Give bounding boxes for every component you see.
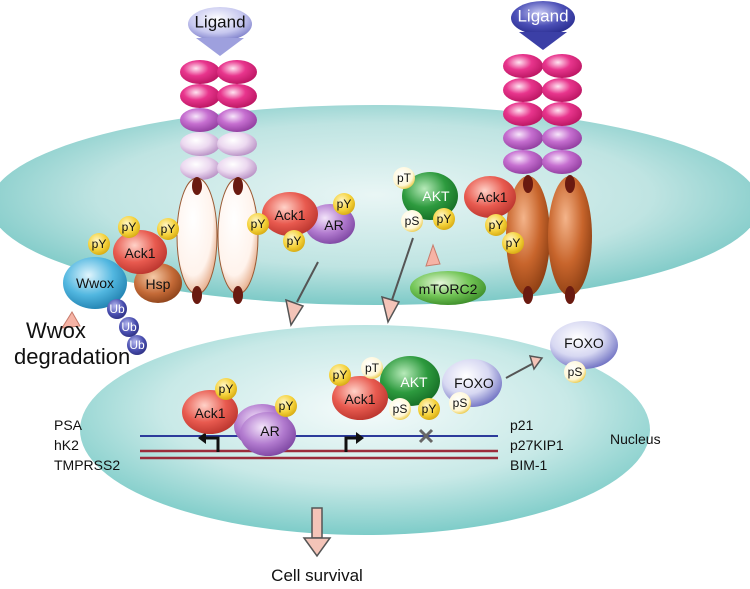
degradation-line-2: degradation [14,344,130,369]
ligand-right-wedge [519,32,567,50]
py-badge: pY [422,402,437,416]
tss-left [204,436,220,452]
ps-badge: pS [393,402,408,416]
py-badge: pY [337,197,352,211]
pt-badge: pT [365,361,380,375]
gene-left-1: PSA [54,417,83,433]
foxo-nuclear-label: FOXO [454,375,494,391]
wwox-blob [63,257,127,309]
ub-3-label: Ub [129,338,145,352]
ps-badge: pS [453,396,468,410]
ack1-right-label: Ack1 [476,189,507,205]
receptor-left [176,7,259,304]
nucleus-label: Nucleus [610,431,661,447]
ack1-left-label: Ack1 [124,245,155,261]
py-badge: pY [251,217,266,231]
ack1-nuclear-blob [182,390,238,434]
py-badge: pY [506,236,521,250]
ub-2 [119,317,139,337]
ligand-left-wedge [196,38,244,56]
hsp-label: Hsp [146,276,171,292]
gene-left-3: TMPRSS2 [54,457,120,473]
py-badge: pY [489,218,504,232]
receptor-right [503,1,592,304]
ack1-nuclear-right-blob [332,376,388,420]
degradation-line-1: Wwox [26,318,86,343]
gene-right-1: p21 [510,417,534,433]
ligand-right-shape [511,1,575,35]
blocked-transcription-icon [418,428,434,444]
gene-left-2: hK2 [54,437,79,453]
py-badge: pY [122,220,137,234]
ar-membrane-label: AR [324,217,343,233]
py-badge: pY [279,399,294,413]
foxo-cytoplasmic-blob [550,321,618,369]
translocation-arrow-ar [285,261,319,327]
ar-nuclear-blob [240,412,296,456]
py-badge: pY [161,222,176,236]
mtorc2-label: mTORC2 [419,281,478,297]
akt-membrane-label: AKT [422,188,450,204]
ligand-right-label: Ligand [517,7,568,26]
mtorc2-blob [410,271,486,305]
ligand-left-label: Ligand [194,13,245,32]
akt-nuclear-blob [380,356,440,406]
py-badge: pY [287,234,302,248]
ub-3 [127,335,147,355]
pt-badge: pT [397,171,412,185]
ack1-right-blob [464,176,516,218]
tss-right [344,436,358,452]
py-badge: pY [219,382,234,396]
py-badge: pY [333,368,348,382]
outcome-label: Cell survival [271,566,363,585]
wwox-label: Wwox [76,275,114,291]
py-badge: pY [437,212,452,226]
ub-1 [107,299,127,319]
ub-2-label: Ub [121,320,137,334]
ps-badge: pS [405,214,420,228]
py-badge: pY [92,237,107,251]
ack1-membrane-blob [262,192,318,236]
gene-right-2: p27KIP1 [510,437,564,453]
survival-arrow [302,507,332,558]
ack1-nuclear-label: Ack1 [194,405,225,421]
akt-nuclear-label: AKT [400,374,428,390]
ack1-left-blob [113,230,167,274]
ps-badge: pS [568,365,583,379]
translocation-arrow-akt [380,237,414,325]
mtorc2-activation-arrow [425,243,441,267]
degradation-arrow [61,311,81,329]
ligand-left-shape [188,7,252,41]
foxo-export-arrow [505,355,544,379]
foxo-cytoplasmic-label: FOXO [564,335,604,351]
ub-1-label: Ub [109,302,125,316]
ack1-membrane-label: Ack1 [274,207,305,223]
ar-nuclear-label: AR [260,423,279,439]
gene-right-3: BIM-1 [510,457,548,473]
ack1-nuclear-right-label: Ack1 [344,391,375,407]
